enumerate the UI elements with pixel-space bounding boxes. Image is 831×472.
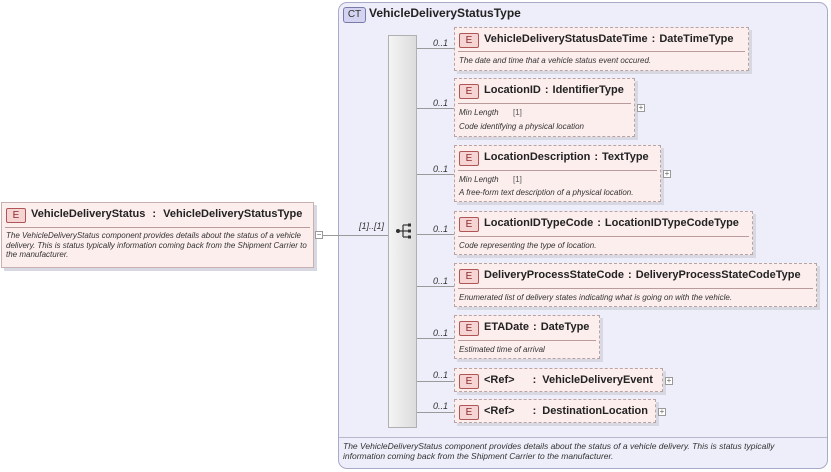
- child-cardinality: 0..1: [433, 224, 449, 234]
- element-badge: E: [459, 217, 479, 232]
- child-cardinality: 0..1: [433, 328, 449, 338]
- element-documentation: Code identifying a physical location: [459, 122, 584, 131]
- connector-child: [417, 234, 454, 235]
- expand-icon[interactable]: +: [663, 169, 671, 178]
- element-badge: E: [459, 374, 479, 389]
- element-name: DeliveryProcessStateCode:DeliveryProcess…: [484, 269, 801, 281]
- child-cardinality: 0..1: [433, 370, 449, 380]
- sequence-cardinality: [1]..[1]: [359, 221, 385, 231]
- element-ref-vehicle-delivery-event[interactable]: E <Ref>:VehicleDeliveryEvent: [454, 368, 663, 392]
- child-cardinality: 0..1: [433, 401, 449, 411]
- element-documentation: A free-form text description of a physic…: [459, 188, 634, 197]
- element-documentation: The date and time that a vehicle status …: [459, 56, 652, 65]
- element-name: LocationIDTypeCode:LocationIDTypeCodeTyp…: [484, 217, 739, 229]
- element-badge: E: [459, 405, 479, 420]
- root-collapse-icon[interactable]: −: [315, 230, 323, 239]
- connector-child: [417, 286, 454, 287]
- complex-type-doc-divider: [339, 437, 827, 438]
- element-location-description[interactable]: E LocationDescription:TextType Min Lengt…: [454, 145, 661, 202]
- element-name: LocationID:IdentifierType: [484, 84, 624, 96]
- element-documentation: Code representing the type of location.: [459, 241, 597, 250]
- connector-child: [417, 48, 454, 49]
- child-cardinality: 0..1: [433, 98, 449, 108]
- element-location-id-type-code[interactable]: E LocationIDTypeCode:LocationIDTypeCodeT…: [454, 211, 753, 255]
- element-delivery-process-state-code[interactable]: E DeliveryProcessStateCode:DeliveryProce…: [454, 263, 817, 307]
- element-name: ETADate:DateType: [484, 321, 590, 333]
- element-divider: [458, 51, 745, 52]
- complex-type-documentation: The VehicleDeliveryStatus component prov…: [343, 441, 775, 461]
- element-vehicle-delivery-status-date-time[interactable]: E VehicleDeliveryStatusDateTime:DateTime…: [454, 27, 749, 71]
- root-element-divider: [5, 227, 310, 228]
- element-documentation: Estimated time of arrival: [459, 345, 545, 354]
- root-element-name: VehicleDeliveryStatus : VehicleDeliveryS…: [31, 208, 303, 220]
- root-element-documentation: The VehicleDeliveryStatus component prov…: [6, 231, 307, 259]
- element-name: <Ref>:DestinationLocation: [484, 405, 648, 417]
- connector-child: [417, 174, 454, 175]
- connector-child: [417, 412, 454, 413]
- child-cardinality: 0..1: [433, 164, 449, 174]
- element-divider: [458, 288, 813, 289]
- child-cardinality: 0..1: [433, 276, 449, 286]
- sequence-icon: [396, 223, 411, 239]
- element-divider: [458, 340, 596, 341]
- facet-label: Min Length: [459, 175, 499, 184]
- element-name: <Ref>:VehicleDeliveryEvent: [484, 374, 653, 386]
- expand-icon[interactable]: +: [637, 103, 645, 112]
- root-element[interactable]: E VehicleDeliveryStatus : VehicleDeliver…: [1, 202, 314, 268]
- element-divider: [458, 170, 657, 171]
- connector-child: [417, 108, 454, 109]
- connector-root-sequence: [323, 235, 388, 236]
- element-badge: E: [459, 269, 479, 284]
- element-badge: E: [459, 33, 479, 48]
- element-badge: E: [459, 151, 479, 166]
- element-eta-date[interactable]: E ETADate:DateType Estimated time of arr…: [454, 315, 600, 359]
- element-badge: E: [459, 84, 479, 99]
- expand-icon[interactable]: +: [665, 376, 673, 385]
- element-divider: [458, 236, 749, 237]
- facet-value: [1]: [513, 108, 522, 117]
- connector-child: [417, 381, 454, 382]
- element-divider: [458, 103, 631, 104]
- connector-child: [417, 338, 454, 339]
- element-name: LocationDescription:TextType: [484, 151, 649, 163]
- expand-icon[interactable]: +: [658, 407, 666, 416]
- element-location-id[interactable]: E LocationID:IdentifierType Min Length […: [454, 78, 635, 137]
- child-cardinality: 0..1: [433, 38, 449, 48]
- complex-type-badge: CT: [343, 7, 366, 23]
- facet-label: Min Length: [459, 108, 499, 117]
- element-name: VehicleDeliveryStatusDateTime:DateTimeTy…: [484, 33, 734, 45]
- facet-value: [1]: [513, 175, 522, 184]
- element-documentation: Enumerated list of delivery states indic…: [459, 293, 733, 302]
- element-badge: E: [6, 208, 26, 223]
- element-ref-destination-location[interactable]: E <Ref>:DestinationLocation: [454, 399, 656, 423]
- complex-type-title: VehicleDeliveryStatusType: [369, 6, 521, 20]
- element-badge: E: [459, 321, 479, 336]
